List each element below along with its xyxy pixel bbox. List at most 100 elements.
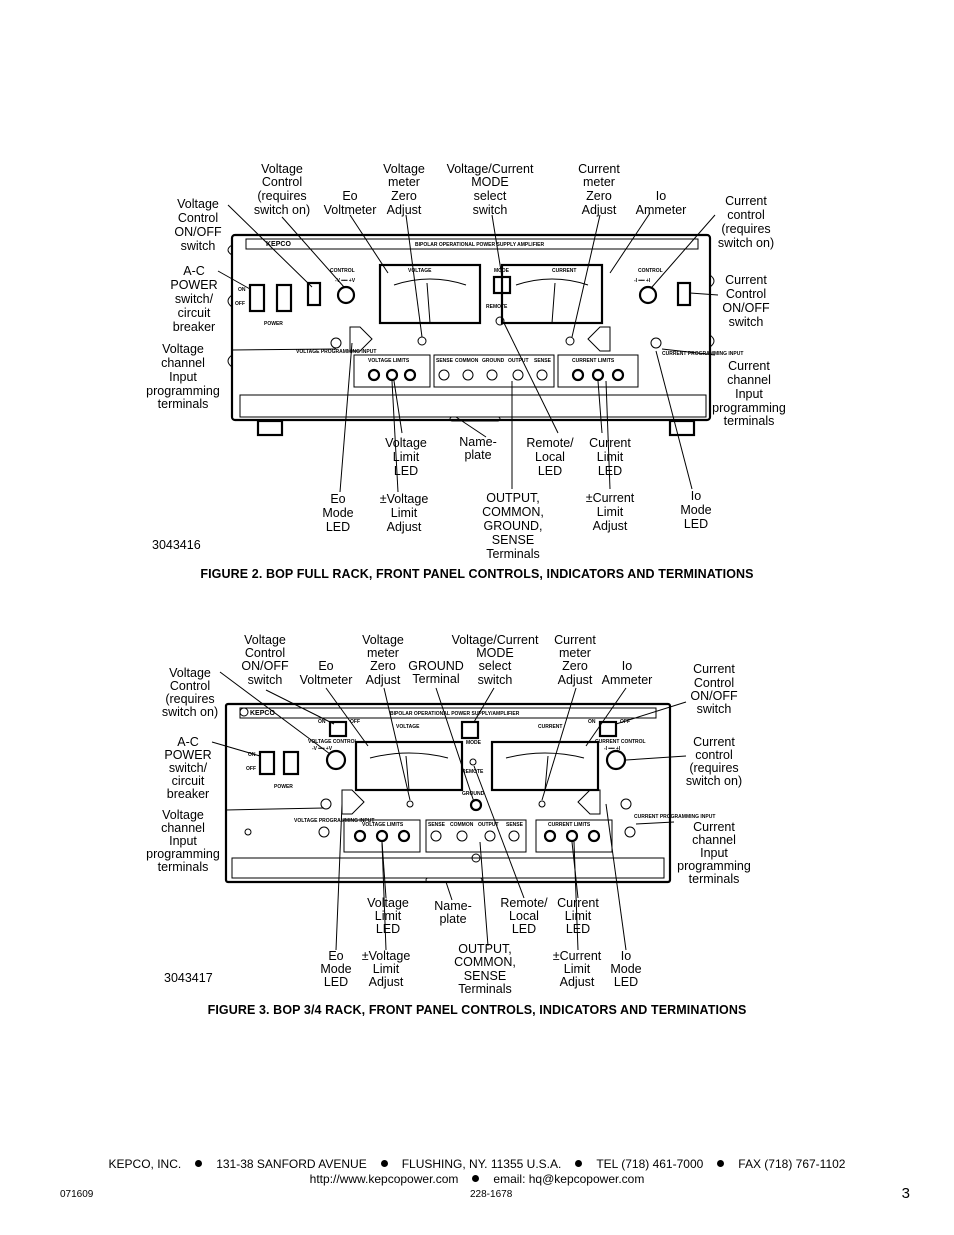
fig3-terminal-3[interactable] <box>484 830 496 842</box>
fig2-terminal-5[interactable] <box>536 369 548 381</box>
fig2-v-prog-terminal[interactable] <box>330 337 342 349</box>
fig3-v-limit-knob-a[interactable] <box>353 829 367 843</box>
fig3-mode-label: MODE <box>466 740 482 746</box>
fig3-power-switch-a[interactable] <box>258 750 276 776</box>
fig2-terminal-1[interactable] <box>438 369 450 381</box>
bullet-icon <box>195 1160 203 1167</box>
fig2-terminal-3[interactable] <box>486 369 498 381</box>
fig2-common-label: COMMON <box>455 358 479 364</box>
fig2-voltage-control-knob[interactable] <box>336 285 356 305</box>
fig3-ground-terminal[interactable] <box>469 798 483 812</box>
fig3-mode-switch[interactable] <box>460 720 480 740</box>
fig3-ammeter: CURRENT <box>490 724 600 792</box>
fig2-sense-label-2: SENSE <box>534 358 552 364</box>
fig3-power-on: ON <box>248 752 256 758</box>
figure-2-drawing: KEPCO BIPOLAR OPERATIONAL POWER SUPPLY A… <box>146 162 786 561</box>
fig2-remote-led <box>495 316 505 326</box>
fig3-voltage-control-knob[interactable] <box>325 749 347 771</box>
page-number: 3 <box>901 1185 910 1202</box>
fig2-mode-label: MODE <box>494 268 510 274</box>
fig3-c-zero-adjust[interactable] <box>538 800 546 808</box>
fig2-power-switch-b[interactable] <box>275 283 293 313</box>
figure-2: KEPCO BIPOLAR OPERATIONAL POWER SUPPLY A… <box>140 155 820 565</box>
fig2-power-label: POWER <box>264 321 283 327</box>
fig2-brand: KEPCO <box>266 241 291 248</box>
fig3-terminal-4[interactable] <box>508 830 520 842</box>
fig2-c-limit-knob-a[interactable] <box>571 368 585 382</box>
footer-web-line: http://www.kepcopower.com email: hq@kepco… <box>0 1172 954 1186</box>
fig2-v-prog-label: VOLTAGE PROGRAMMING INPUT <box>296 349 376 355</box>
fig2-v-limit-knob-b[interactable] <box>385 368 399 382</box>
figure-3-caption: FIGURE 3. BOP 3/4 RACK, FRONT PANEL CONT… <box>207 1003 747 1017</box>
fig3-remote-label: REMOTE <box>462 769 484 775</box>
figure-3: KEPCO BIPOLAR OPERATIONAL POWER SUPPLY/A… <box>140 630 820 995</box>
fig2-ground-label: GROUND <box>482 358 505 364</box>
fig2-voltage-onoff-switch[interactable] <box>306 281 322 307</box>
fig3-c-limit-knob-a[interactable] <box>543 829 557 843</box>
fig3-power-off: OFF <box>246 766 256 772</box>
callout-fig2-nameplate: Name-plate <box>459 435 497 462</box>
fig3-brand: KEPCO <box>250 710 275 717</box>
fig3-c-limit-knob-c[interactable] <box>587 829 601 843</box>
fig2-v-limit-knob-a[interactable] <box>367 368 381 382</box>
fig3-remote-led <box>469 758 477 766</box>
fig2-current-control-knob[interactable] <box>638 285 658 305</box>
fig3-c-control-label: CURRENT CONTROL <box>595 739 646 745</box>
fig2-c-zero-adjust[interactable] <box>565 336 575 346</box>
bullet-icon <box>380 1160 388 1167</box>
fig2-v-zero-adjust[interactable] <box>417 336 427 346</box>
footer-fax: FAX (718) 767-1102 <box>738 1157 846 1171</box>
fig3-v-limit-knob-c[interactable] <box>397 829 411 843</box>
fig2-power-switch-a[interactable] <box>248 283 266 313</box>
fig3-v-limits-label: VOLTAGE LIMITS <box>362 822 404 828</box>
footer-email-link[interactable]: email: hq@kepcopower.com <box>493 1172 645 1186</box>
fig3-c-prog-label: CURRENT PROGRAMMING INPUT <box>634 814 715 820</box>
footer-doc-number: 228-1678 <box>470 1189 513 1200</box>
fig3-i-range: -I ━━ +I <box>604 746 621 752</box>
fig2-terminal-4[interactable] <box>512 369 524 381</box>
fig2-c-prog-terminal[interactable] <box>650 337 662 349</box>
fig3-terminal-1[interactable] <box>430 830 442 842</box>
fig3-c-prog-terminal[interactable] <box>624 826 636 838</box>
fig3-id: 3043417 <box>164 971 213 985</box>
fig3-c-limit-knob-b[interactable] <box>565 829 579 843</box>
footer-date-code: 071609 <box>60 1189 94 1200</box>
fig2-c-limit-knob-c[interactable] <box>611 368 625 382</box>
fig3-voltage-onoff-switch[interactable] <box>328 720 348 738</box>
fig3-power-switch-b[interactable] <box>282 750 300 776</box>
fig3-controls: ON OFF VOLTAGE CONTROL -V ━━ +V MODE REM… <box>244 719 715 863</box>
fig3-terminal-2[interactable] <box>456 830 468 842</box>
fig3-v-limit-knob-b[interactable] <box>375 829 389 843</box>
fig3-current-control-knob[interactable] <box>605 749 627 771</box>
fig2-current-onoff-switch[interactable] <box>676 281 692 307</box>
fig2-terminal-2[interactable] <box>462 369 474 381</box>
fig3-sense-label-2: SENSE <box>506 822 524 828</box>
fig2-c-limit-knob-b[interactable] <box>591 368 605 382</box>
fig3-v-on: ON <box>318 719 326 725</box>
footer-web-link[interactable]: http://www.kepcopower.com <box>309 1172 459 1186</box>
fig3-v-zero-adjust[interactable] <box>406 800 414 808</box>
fig3-current-onoff-switch[interactable] <box>598 720 618 738</box>
fig3-v-prog-terminal[interactable] <box>318 826 330 838</box>
fig2-on-label: ON <box>238 287 246 293</box>
fig2-v-limit-knob-c[interactable] <box>403 368 417 382</box>
fig2-v-limits-label: VOLTAGE LIMITS <box>368 358 410 364</box>
